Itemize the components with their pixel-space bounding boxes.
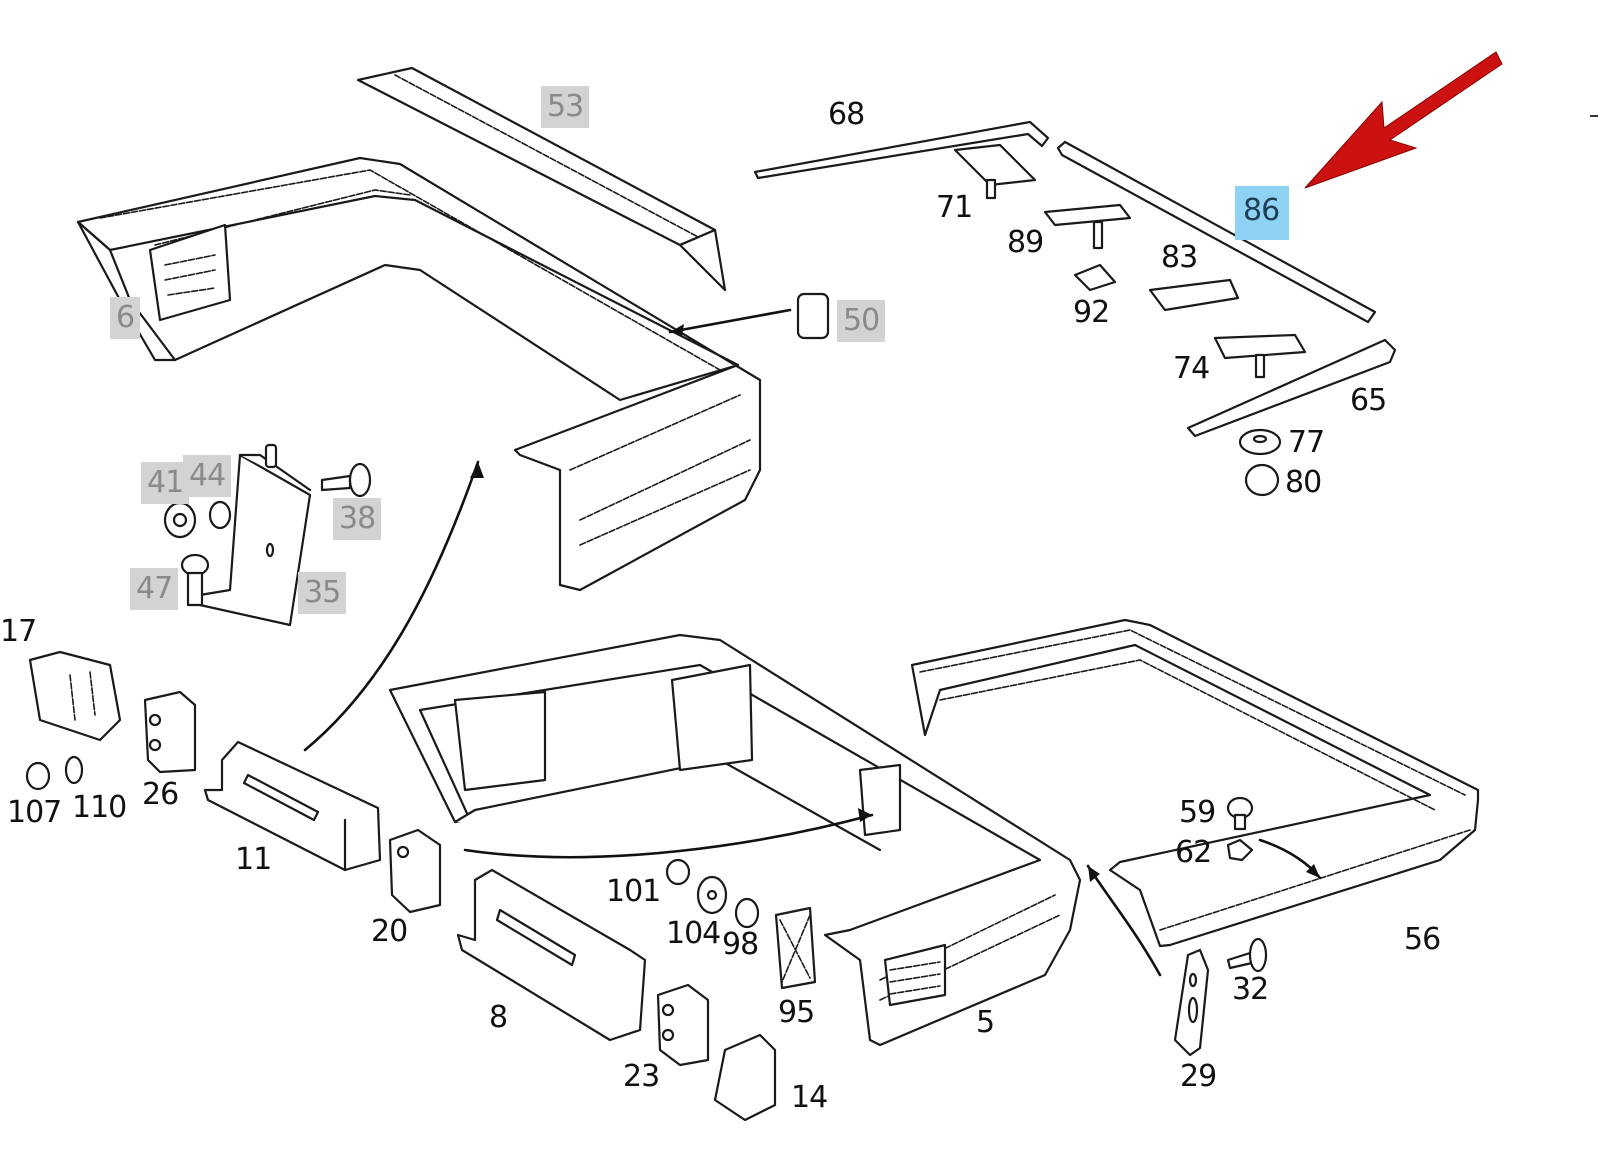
part-92-clip[interactable]: [1073, 263, 1117, 292]
label-part-23[interactable]: 23: [623, 1059, 660, 1094]
part-41-nut[interactable]: [163, 501, 197, 539]
part-101-nut[interactable]: [665, 858, 691, 886]
label-part-77[interactable]: 77: [1288, 425, 1325, 460]
label-part-20[interactable]: 20: [371, 914, 408, 949]
part-38-bolt[interactable]: [320, 462, 372, 498]
part-107-nut[interactable]: [25, 761, 51, 791]
label-part-104[interactable]: 104: [666, 916, 721, 951]
label-part-110[interactable]: 110: [72, 790, 127, 825]
part-47-bolt[interactable]: [180, 553, 210, 607]
assembly-arrow-lower: [463, 813, 874, 859]
part-77-grommet[interactable]: [1238, 428, 1282, 456]
part-23-bracket[interactable]: [656, 983, 710, 1067]
part-104-washer[interactable]: [696, 875, 728, 915]
part-32-screw[interactable]: [1226, 937, 1268, 973]
part-68-trim[interactable]: [753, 120, 1050, 180]
part-62-nut[interactable]: [1226, 838, 1254, 862]
label-part-53[interactable]: 53: [541, 86, 590, 128]
label-part-11[interactable]: 11: [235, 842, 272, 877]
part-89-clip[interactable]: [1043, 203, 1132, 250]
label-part-44[interactable]: 44: [183, 455, 232, 497]
part-71-clip[interactable]: [953, 143, 1037, 200]
label-part-59[interactable]: 59: [1179, 795, 1216, 830]
label-part-35[interactable]: 35: [298, 572, 347, 614]
part-53-strip[interactable]: [356, 66, 727, 292]
label-part-41[interactable]: 41: [141, 462, 190, 504]
part-74-clip[interactable]: [1213, 333, 1307, 379]
label-part-17[interactable]: 17: [0, 614, 37, 649]
label-part-80[interactable]: 80: [1285, 465, 1322, 500]
part-56-cover[interactable]: [910, 618, 1480, 948]
part-44-washer[interactable]: [208, 500, 232, 530]
label-part-65[interactable]: 65: [1350, 383, 1387, 418]
label-part-32[interactable]: 32: [1232, 972, 1269, 1007]
label-part-47[interactable]: 47: [130, 568, 179, 610]
label-part-26[interactable]: 26: [142, 777, 179, 812]
part-5-bumper[interactable]: [388, 633, 1082, 1047]
part-110-washer[interactable]: [64, 755, 84, 785]
label-part-101[interactable]: 101: [606, 874, 661, 909]
label-part-14[interactable]: 14: [791, 1080, 828, 1115]
part-83-clip[interactable]: [1148, 278, 1240, 312]
part-8-absorber[interactable]: [456, 868, 647, 1042]
label-part-107[interactable]: 107: [7, 795, 62, 830]
label-part-89[interactable]: 89: [1007, 225, 1044, 260]
label-part-62[interactable]: 62: [1175, 835, 1212, 870]
label-part-5[interactable]: 5: [976, 1005, 995, 1040]
part-98-grommet[interactable]: [734, 897, 760, 929]
label-part-6[interactable]: 6: [110, 297, 141, 339]
label-part-83[interactable]: 83: [1161, 240, 1198, 275]
edge-tick-mark: [1590, 115, 1598, 117]
assembly-arrow-upper: [303, 460, 480, 752]
label-part-38[interactable]: 38: [333, 498, 382, 540]
label-part-68[interactable]: 68: [828, 97, 865, 132]
label-part-71[interactable]: 71: [936, 190, 973, 225]
label-part-50[interactable]: 50: [837, 300, 886, 342]
part-6-bumper-cover[interactable]: [76, 156, 762, 592]
label-part-92[interactable]: 92: [1073, 295, 1110, 330]
part-26-bracket[interactable]: [143, 690, 197, 774]
part-65-trim[interactable]: [1186, 338, 1397, 438]
part-17-cap[interactable]: [28, 650, 122, 742]
label-part-8[interactable]: 8: [489, 1000, 508, 1035]
part-86-trim[interactable]: [1056, 140, 1377, 324]
label-part-74[interactable]: 74: [1173, 351, 1210, 386]
label-part-29[interactable]: 29: [1180, 1059, 1217, 1094]
label-part-98[interactable]: 98: [722, 927, 759, 962]
red-pointer-arrow-icon: [1304, 51, 1503, 189]
part-20-bracket[interactable]: [388, 828, 442, 914]
label-part-86-highlighted[interactable]: 86: [1235, 186, 1290, 240]
part-11-absorber[interactable]: [203, 740, 382, 872]
label-part-56[interactable]: 56: [1404, 922, 1441, 957]
part-59-screw[interactable]: [1226, 796, 1254, 831]
part-80-nut[interactable]: [1244, 463, 1280, 497]
part-29-plate[interactable]: [1173, 948, 1210, 1057]
label-part-95[interactable]: 95: [778, 995, 815, 1030]
part-14-cap[interactable]: [713, 1033, 777, 1122]
part-95-pad[interactable]: [774, 906, 817, 990]
part-50-clip[interactable]: [668, 292, 830, 340]
